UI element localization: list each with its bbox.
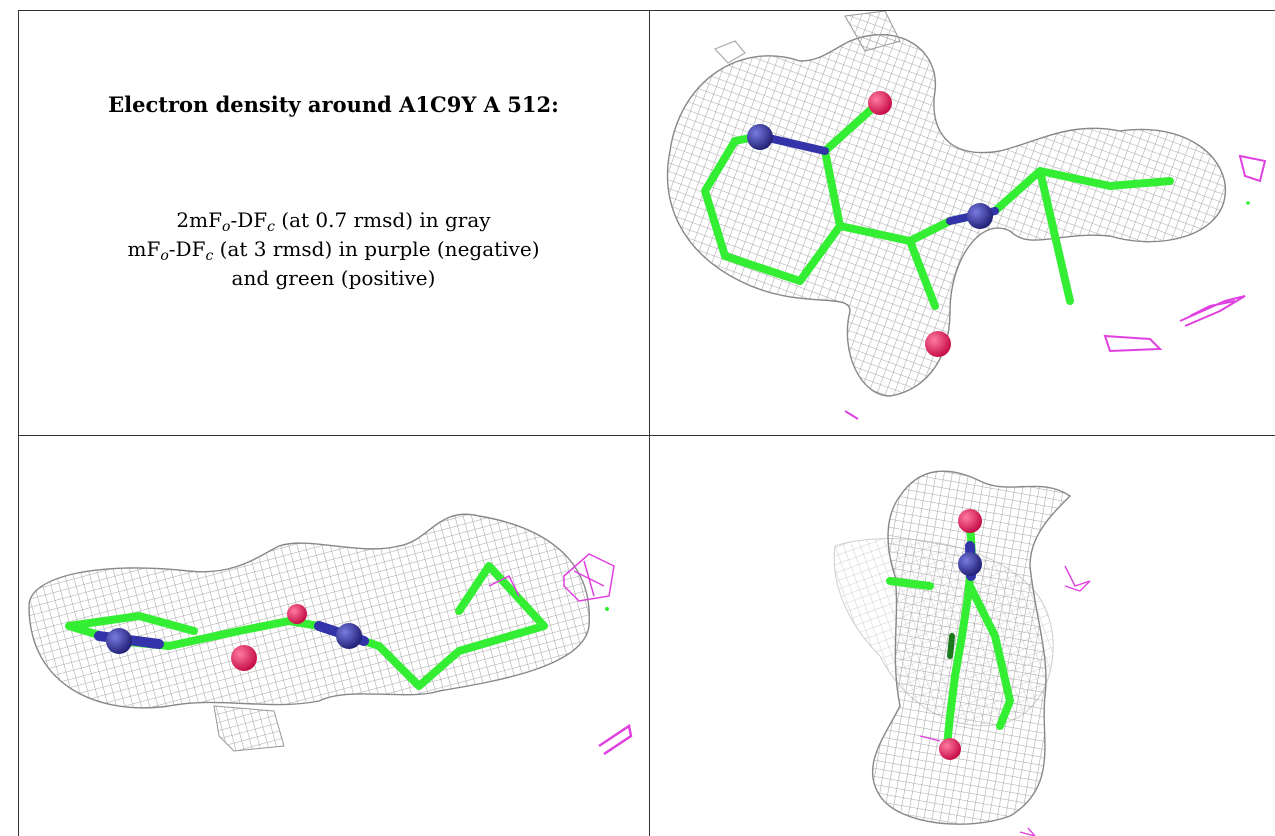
caption-text: -DF <box>168 237 206 261</box>
negative-density-blob <box>919 565 1091 836</box>
caption-text: (at 0.7 rmsd) in gray <box>274 208 491 232</box>
density-render <box>833 470 1091 836</box>
density-view-bottom-left <box>19 436 648 836</box>
density-render <box>28 513 633 756</box>
density-mesh <box>213 705 285 752</box>
density-view-bottom-right <box>650 436 1275 836</box>
caption-sub: o <box>222 219 231 235</box>
caption-text: 2mF <box>176 208 222 232</box>
oxygen-atom <box>231 645 257 671</box>
nitrogen-atom <box>967 203 993 229</box>
oxygen-atom <box>939 738 961 760</box>
border-middle-vertical <box>649 10 650 836</box>
caption-line-mfo: mFo-DFc (at 3 rmsd) in purple (negative) <box>19 237 648 264</box>
oxygen-atom <box>925 331 951 357</box>
density-view-top-right <box>650 11 1275 434</box>
caption-text: mF <box>127 237 161 261</box>
nitrogen-atom <box>747 124 773 150</box>
caption-title: Electron density around A1C9Y A 512: <box>108 92 559 117</box>
nitrogen-atom <box>336 623 362 649</box>
caption-text: (at 3 rmsd) in purple (negative) <box>213 237 540 261</box>
caption-cell: Electron density around A1C9Y A 512: 2mF… <box>19 11 648 434</box>
positive-density-dot <box>605 607 609 611</box>
positive-density-dot <box>1246 201 1250 205</box>
border-top <box>18 10 1275 11</box>
caption-sub: o <box>160 248 169 264</box>
border-left <box>18 10 19 836</box>
caption-line-2mfo: 2mFo-DFc (at 0.7 rmsd) in gray <box>19 208 648 235</box>
nitrogen-atom <box>106 628 132 654</box>
nitrogen-atom <box>958 552 982 576</box>
caption-sub: c <box>205 248 214 264</box>
density-mesh <box>844 11 901 52</box>
caption-text: -DF <box>230 208 268 232</box>
caption-sub: c <box>267 219 275 235</box>
negative-density-blob <box>488 553 633 756</box>
stray-mesh <box>713 40 746 64</box>
negative-density-blob <box>844 154 1267 420</box>
oxygen-atom <box>958 509 982 533</box>
border-middle-horizontal <box>18 435 1275 436</box>
density-mesh <box>28 513 590 709</box>
caption-line-green: and green (positive) <box>231 266 436 290</box>
oxygen-atom <box>287 604 307 624</box>
density-render <box>666 11 1267 420</box>
oxygen-atom <box>868 91 892 115</box>
density-mesh <box>666 33 1227 397</box>
